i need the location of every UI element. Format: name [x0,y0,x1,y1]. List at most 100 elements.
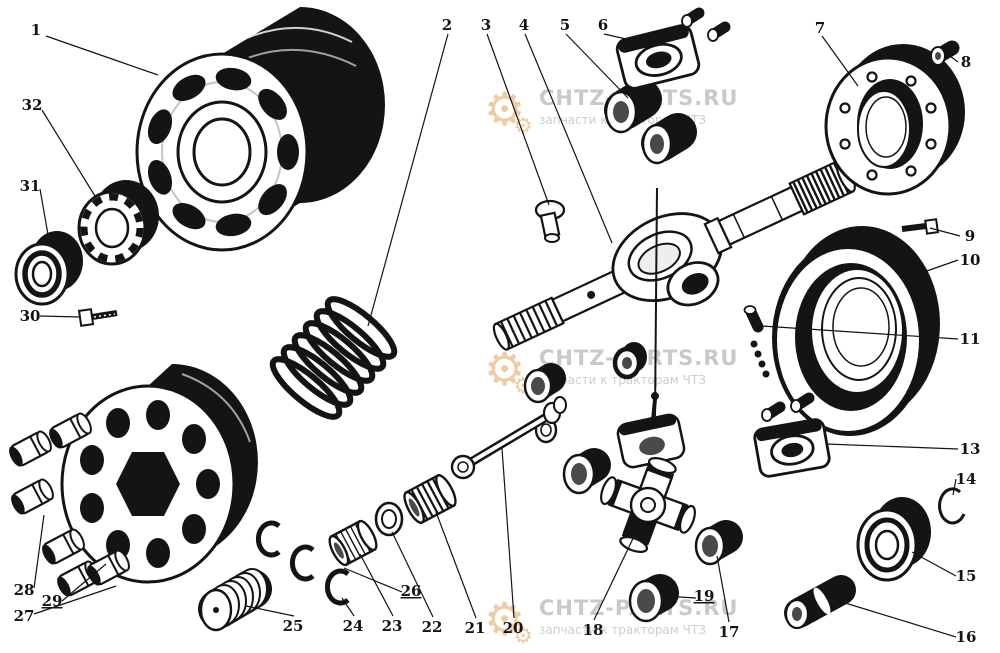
callout-label-20: 20 [503,619,524,637]
callout-line-11 [761,325,959,340]
callout-label-2: 2 [442,16,452,34]
callout-line-2 [367,33,449,327]
callout-label-31: 31 [20,177,41,195]
part-bearing-cage [615,7,731,90]
part-half-ring [255,520,281,558]
callout-line-10 [923,259,959,273]
callout-label-15: 15 [956,567,977,585]
callout-label-24: 24 [343,617,364,635]
callout-label-22: 22 [422,618,443,636]
part-pin-and-balls [743,305,770,378]
callout-line-24 [341,597,355,617]
callout-line-7 [821,35,859,87]
part-ball-bearing-right [856,497,931,582]
part-universal-cross [600,457,696,553]
callout-label-10: 10 [960,251,981,269]
callout-label-28: 28 [14,581,35,599]
callout-label-18: 18 [583,621,604,639]
part-retainer-plate [60,364,258,584]
part-end-flange [824,44,965,196]
callout-line-4 [524,33,613,244]
callout-label-11: 11 [960,330,981,348]
callout-label-13: 13 [960,440,981,458]
part-race-ring-small [612,342,647,380]
callout-label-23: 23 [382,617,403,635]
callout-line-8 [949,55,959,63]
callout-line-3 [486,33,550,206]
callout-label-16: 16 [956,628,977,646]
callout-label-14: 14 [956,470,977,488]
part-center-button [534,199,566,243]
part-threaded-bushing [328,519,378,567]
part-splined-bushing [403,473,457,525]
callout-label-30: 30 [20,307,41,325]
callout-line-20 [501,447,515,619]
callout-label-25: 25 [283,617,304,635]
part-ball-bearing [14,231,83,306]
part-valve-body [616,392,686,469]
callout-label-1: 1 [31,21,41,39]
part-half-ring [289,544,315,582]
part-bushing-17 [694,520,743,566]
callout-line-29 [61,563,107,602]
callout-line-14 [952,478,957,496]
callout-line-21 [435,511,477,619]
part-half-ring [324,568,350,606]
part-bushing-cup [628,574,679,623]
part-disc-pack [198,568,272,632]
callout-line-30 [39,315,81,318]
callout-line-19 [661,595,697,599]
callout-label-19: 19 [694,587,715,605]
callout-line-13 [825,443,959,450]
part-center-needle [654,187,658,417]
callout-line-28 [33,514,45,589]
part-bushings [604,79,697,165]
callout-label-9: 9 [965,227,975,245]
callout-label-27: 27 [14,607,35,625]
part-bolt [77,308,118,327]
part-drive-shaft-yoke [492,159,856,351]
callout-line-26 [343,567,403,593]
part-plug [930,40,960,66]
part-spring [269,296,398,420]
callout-line-6 [603,33,649,45]
callout-label-29: 29 [42,592,63,610]
callout-line-27 [33,585,117,615]
part-cylinder-block [135,7,385,252]
part-lock-nut [77,180,159,266]
callout-label-26: 26 [401,582,422,600]
callout-label-6: 6 [598,16,608,34]
callout-line-17 [716,555,730,623]
callout-label-3: 3 [481,16,491,34]
callout-label-8: 8 [961,53,971,71]
callout-line-25 [245,605,295,617]
callout-line-15 [911,551,957,577]
callout-line-22 [391,531,434,618]
callout-line-23 [359,553,394,617]
callout-line-31 [39,188,51,247]
callout-line-5 [565,33,629,99]
part-bolt-small [901,218,940,235]
callout-line-1 [45,35,159,76]
part-link-rod [450,396,567,480]
callout-line-9 [929,227,961,237]
callout-label-4: 4 [519,16,529,34]
callout-line-18 [593,527,639,621]
part-roller-pin [784,575,856,630]
part-bearing-race-ring [772,226,940,436]
part-cage-nut [753,392,831,478]
callout-lines [33,33,961,638]
callout-label-7: 7 [815,19,825,37]
part-snap-ring [938,487,966,525]
callout-line-16 [841,601,957,638]
callout-label-17: 17 [719,623,740,641]
part-bushing-mid [562,448,611,495]
callout-label-32: 32 [22,96,43,114]
callout-line-32 [41,109,99,202]
callout-label-5: 5 [560,16,570,34]
part-cup-small [523,363,566,404]
part-ring-22 [374,501,404,537]
